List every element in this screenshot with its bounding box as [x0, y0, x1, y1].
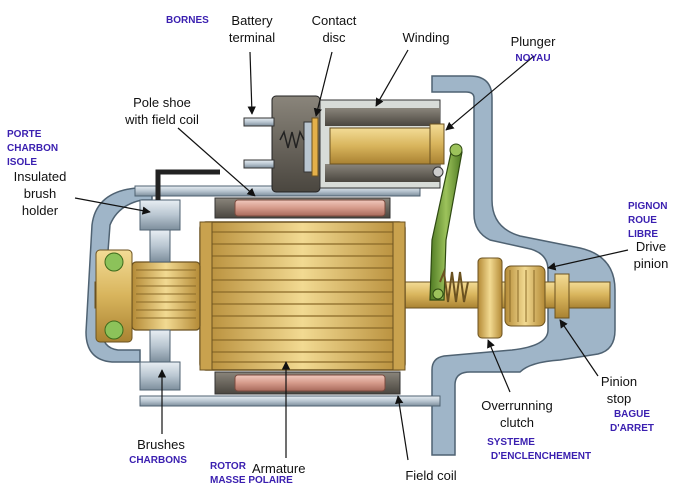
- label-pignon-1: PIGNON: [628, 201, 667, 212]
- label-battery-terminal-2: terminal: [229, 30, 275, 45]
- label-winding: Winding: [403, 30, 450, 45]
- label-charbons: CHARBONS: [129, 455, 187, 466]
- label-pinion-stop-1: Pinion: [601, 374, 637, 389]
- field-coil-bottom: [214, 371, 401, 395]
- brush-lead: [155, 169, 220, 200]
- label-overrunning-2: clutch: [500, 415, 534, 430]
- label-porte-charbon-2: CHARBON: [7, 143, 58, 154]
- label-drive-pinion-2: pinion: [634, 256, 669, 271]
- label-systeme-2: D'ENCLENCHEMENT: [491, 451, 591, 462]
- label-bornes: BORNES: [166, 15, 209, 26]
- brush-holders: [139, 199, 181, 391]
- label-porte-charbon-3: ISOLE: [7, 157, 37, 168]
- label-masse-polaire: MASSE POLAIRE: [210, 475, 293, 486]
- label-plunger: Plunger: [511, 34, 556, 49]
- label-overrunning-1: Overrunning: [481, 398, 553, 413]
- label-pignon-2: ROUE: [628, 215, 657, 226]
- armature: [199, 221, 406, 371]
- engagement-lever: [429, 143, 463, 301]
- label-contact-disc-1: Contact: [312, 13, 357, 28]
- label-insulated-holder-2: brush: [24, 186, 57, 201]
- label-battery-terminal-1: Battery: [231, 13, 273, 28]
- label-insulated-holder-3: holder: [22, 203, 59, 218]
- label-pinion-stop-2: stop: [607, 391, 632, 406]
- label-brushes: Brushes: [137, 437, 185, 452]
- label-insulated-holder-1: Insulated: [14, 169, 67, 184]
- label-armature: Armature: [252, 461, 305, 476]
- label-systeme-1: SYSTEME: [487, 437, 535, 448]
- label-rotor: ROTOR: [210, 461, 247, 472]
- label-drive-pinion-1: Drive: [636, 239, 666, 254]
- label-pole-shoe-2: with field coil: [124, 112, 199, 127]
- label-contact-disc-2: disc: [322, 30, 346, 45]
- left-bearing: [95, 249, 133, 343]
- field-coil-top: [214, 197, 391, 219]
- label-field-coil: Field coil: [405, 468, 456, 483]
- solenoid: [243, 95, 445, 193]
- commutator: [131, 261, 201, 331]
- label-bague-2: D'ARRET: [610, 423, 654, 434]
- label-pole-shoe-1: Pole shoe: [133, 95, 191, 110]
- label-pignon-3: LIBRE: [628, 229, 658, 240]
- label-noyau: NOYAU: [515, 53, 550, 64]
- leader-lines: [74, 49, 629, 461]
- label-porte-charbon-1: PORTE: [7, 129, 42, 140]
- label-bague-1: BAGUE: [614, 409, 650, 420]
- clutch-assembly: [439, 257, 570, 339]
